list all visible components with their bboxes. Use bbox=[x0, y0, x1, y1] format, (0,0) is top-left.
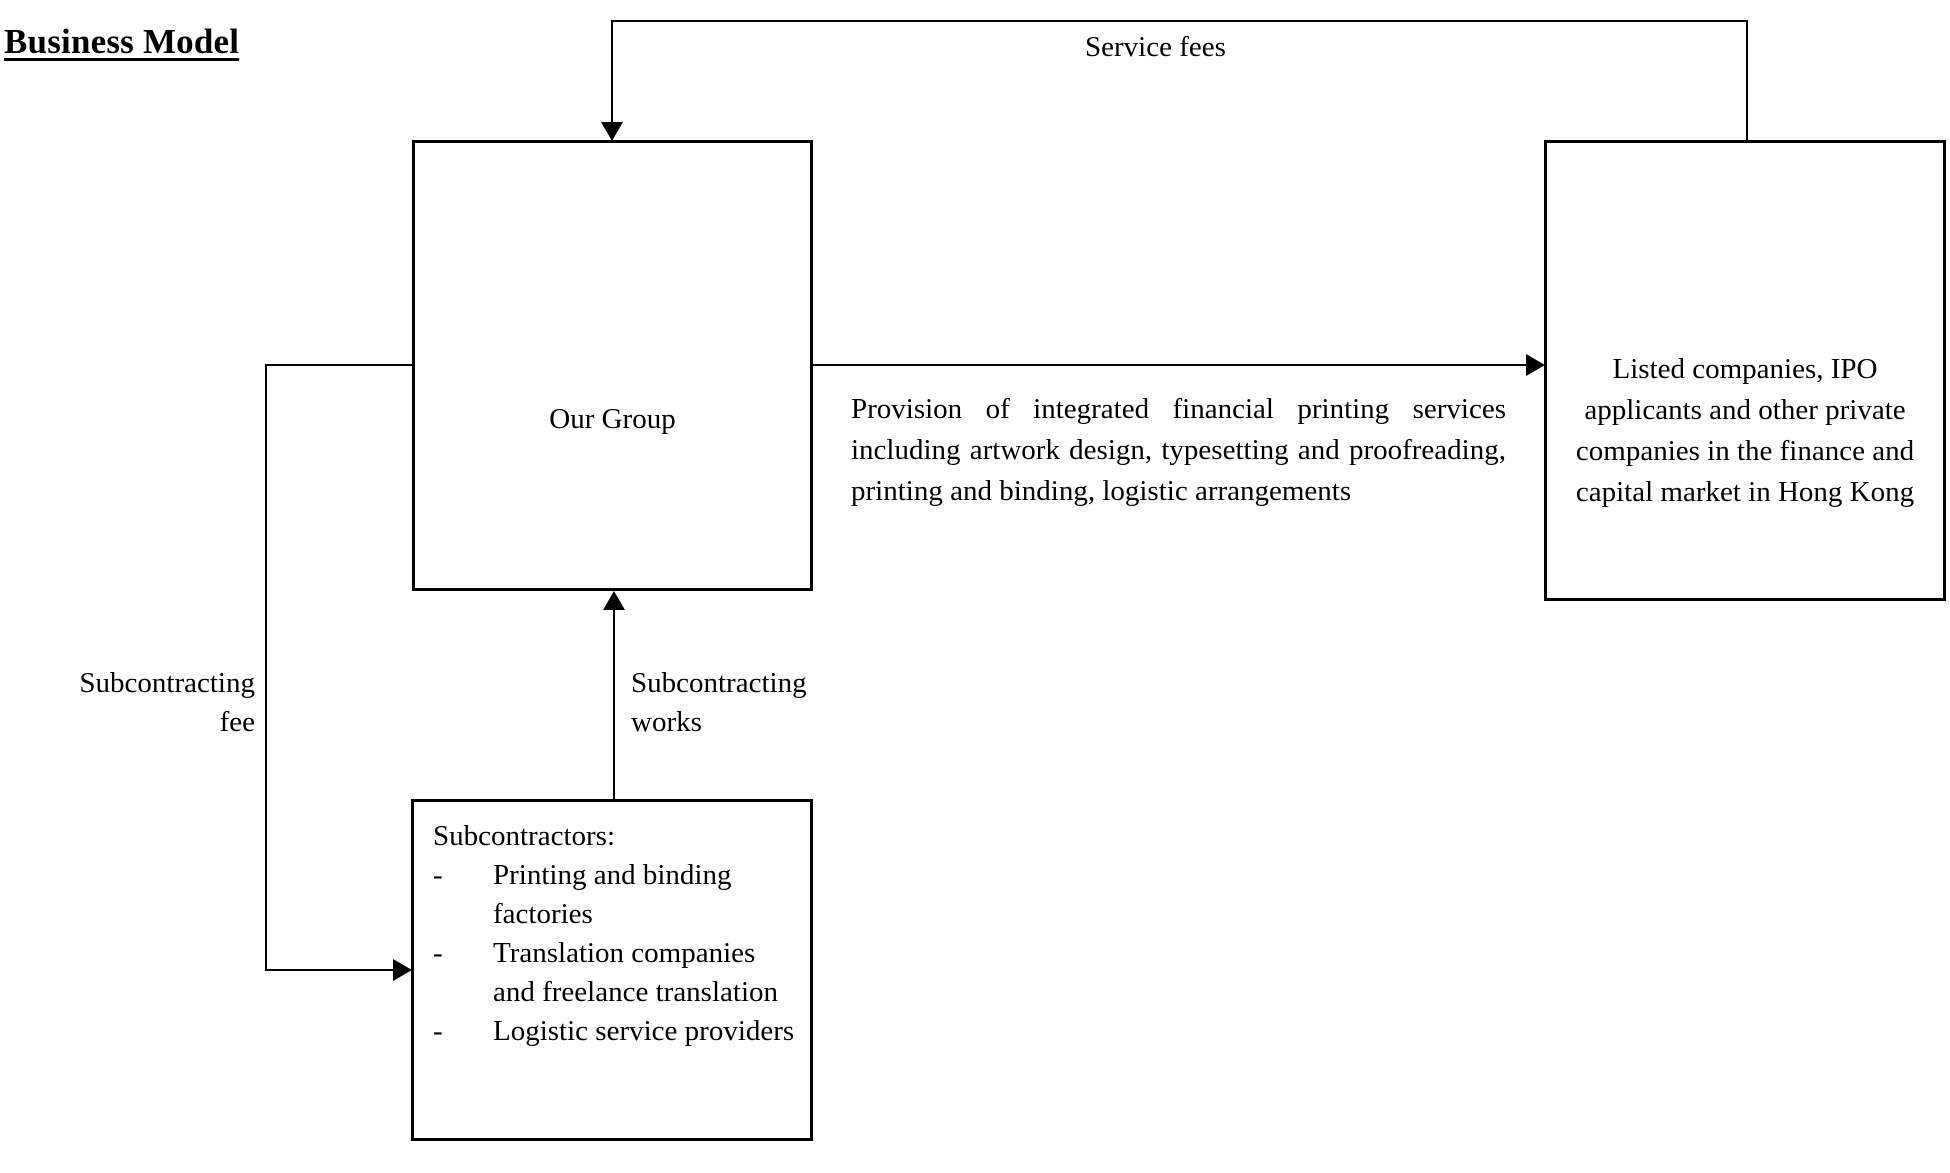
subcontracting-fee-horizontal-bottom bbox=[265, 969, 393, 971]
service-fees-arrowhead bbox=[601, 122, 623, 141]
provision-arrow-line bbox=[813, 364, 1526, 366]
subcontractor-list-item: - Printing and binding factories bbox=[433, 856, 803, 934]
node-clients-label: Listed companies, IPO applicants and oth… bbox=[1575, 353, 1915, 508]
edge-label-subcontracting-works: Subcontracting works bbox=[631, 667, 807, 738]
subcontracting-fee-horizontal-top bbox=[265, 364, 414, 366]
edge-label-provision: Provision of integrated financial printi… bbox=[851, 393, 1506, 507]
edge-label-service-fees: Service fees bbox=[1085, 31, 1226, 63]
subcontractor-item-label: Translation companies and freelance tran… bbox=[493, 937, 779, 1008]
service-fees-vertical-right bbox=[1746, 20, 1748, 142]
node-clients[interactable]: Listed companies, IPO applicants and oth… bbox=[1544, 140, 1946, 601]
node-subcontractors-heading: Subcontractors: bbox=[433, 820, 616, 852]
subcontracting-works-arrowhead bbox=[603, 591, 625, 610]
subcontracting-works-vertical bbox=[613, 610, 615, 800]
node-our-group[interactable]: Our Group bbox=[412, 140, 813, 591]
subcontracting-fee-vertical bbox=[265, 364, 267, 970]
edge-label-subcontracting-fee: Subcontracting fee bbox=[79, 667, 255, 738]
service-fees-vertical-left bbox=[611, 20, 613, 123]
node-subcontractors-list: - Printing and binding factories - Translat… bbox=[433, 856, 803, 1051]
subcontracting-fee-arrowhead bbox=[393, 959, 412, 981]
service-fees-horizontal bbox=[611, 20, 1748, 22]
subcontractor-list-item: - Translation companies and freelance tra… bbox=[433, 934, 803, 1012]
subcontractor-list-item: - Logistic service providers bbox=[433, 1012, 803, 1051]
subcontractor-item-label: Printing and binding factories bbox=[493, 859, 732, 930]
node-subcontractors[interactable]: Subcontractors: - Printing and binding fa… bbox=[411, 799, 813, 1141]
list-bullet-dash: - bbox=[433, 859, 443, 891]
provision-arrowhead bbox=[1526, 354, 1545, 376]
page-title: Business Model bbox=[4, 22, 240, 61]
list-bullet-dash: - bbox=[433, 937, 443, 969]
node-our-group-label: Our Group bbox=[549, 403, 676, 435]
subcontractor-item-label: Logistic service providers bbox=[493, 1015, 795, 1047]
list-bullet-dash: - bbox=[433, 1015, 443, 1047]
